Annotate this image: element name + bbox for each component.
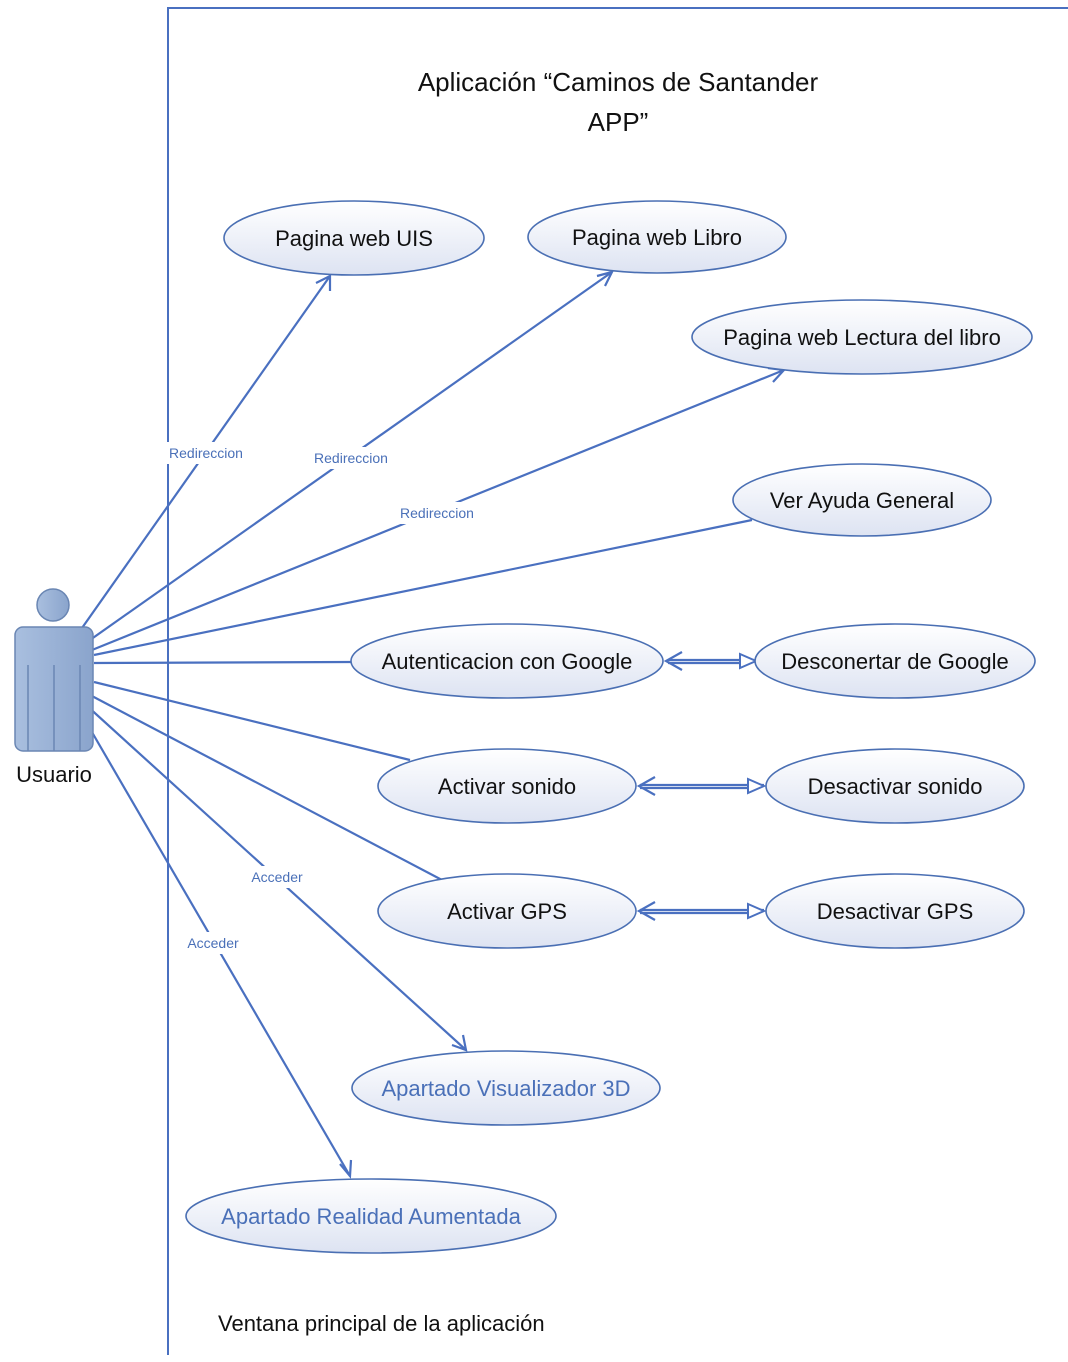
- use-case-desconectar-google: Desconertar de Google: [754, 623, 1036, 699]
- actor-usuario: Usuario: [14, 588, 94, 787]
- system-title-line-2: APP”: [588, 107, 649, 137]
- assoc-sonido: [93, 680, 411, 762]
- svg-text:Activar GPS: Activar GPS: [447, 899, 567, 924]
- associations: [81, 270, 787, 1179]
- arrow-vis3d: [451, 1034, 468, 1052]
- assoc-google: [93, 660, 352, 665]
- label-acceder-ra: Acceder: [187, 935, 239, 951]
- use-case-pagina-web-lectura: Pagina web Lectura del libro: [691, 299, 1033, 375]
- svg-text:Desactivar sonido: Desactivar sonido: [808, 774, 983, 799]
- toggle-sonido: [636, 776, 767, 796]
- use-case-desactivar-gps: Desactivar GPS: [765, 873, 1025, 949]
- use-case-pagina-web-libro: Pagina web Libro: [527, 200, 787, 274]
- svg-text:Apartado Visualizador 3D: Apartado Visualizador 3D: [381, 1076, 630, 1101]
- use-case-apartado-realidad-aumentada: Apartado Realidad Aumentada: [185, 1178, 557, 1254]
- system-title-line-1: Aplicación “Caminos de Santander: [418, 67, 819, 97]
- svg-text:Desconertar de Google: Desconertar de Google: [781, 649, 1008, 674]
- toggle-gps: [636, 901, 767, 921]
- arrow-ra: [339, 1159, 353, 1179]
- svg-text:Autenticacion con Google: Autenticacion con Google: [382, 649, 633, 674]
- label-acceder-vis3d: Acceder: [251, 869, 303, 885]
- arrow-uis: [315, 274, 332, 291]
- use-case-pagina-web-uis: Pagina web UIS: [223, 200, 485, 276]
- use-case-autenticacion-google: Autenticacion con Google: [350, 623, 664, 699]
- assoc-gps: [89, 694, 443, 881]
- label-redireccion-uis: Redireccion: [169, 445, 243, 461]
- use-case-apartado-visualizador-3d: Apartado Visualizador 3D: [351, 1050, 661, 1126]
- system-boundary: [167, 7, 1068, 1355]
- boundary-footer-label: Ventana principal de la aplicación: [218, 1311, 545, 1336]
- assoc-ayuda: [93, 518, 753, 657]
- use-case-desactivar-sonido: Desactivar sonido: [765, 748, 1025, 824]
- svg-text:Pagina web Lectura del libro: Pagina web Lectura del libro: [723, 325, 1001, 350]
- use-case-activar-gps: Activar GPS: [377, 873, 637, 949]
- svg-text:Apartado Realidad Aumentada: Apartado Realidad Aumentada: [221, 1204, 521, 1229]
- svg-text:Activar sonido: Activar sonido: [438, 774, 576, 799]
- svg-text:Pagina web UIS: Pagina web UIS: [275, 226, 433, 251]
- label-redireccion-lectura: Redireccion: [400, 505, 474, 521]
- svg-text:Desactivar GPS: Desactivar GPS: [817, 899, 974, 924]
- actor-head-icon: [36, 588, 70, 622]
- svg-text:Ver Ayuda General: Ver Ayuda General: [770, 488, 954, 513]
- use-case-ver-ayuda-general: Ver Ayuda General: [732, 463, 992, 537]
- label-redireccion-libro: Redireccion: [314, 450, 388, 466]
- actor-label: Usuario: [16, 762, 92, 787]
- use-case-activar-sonido: Activar sonido: [377, 748, 637, 824]
- arrow-libro: [596, 270, 615, 287]
- toggle-google: [663, 651, 759, 671]
- svg-text:Pagina web Libro: Pagina web Libro: [572, 225, 742, 250]
